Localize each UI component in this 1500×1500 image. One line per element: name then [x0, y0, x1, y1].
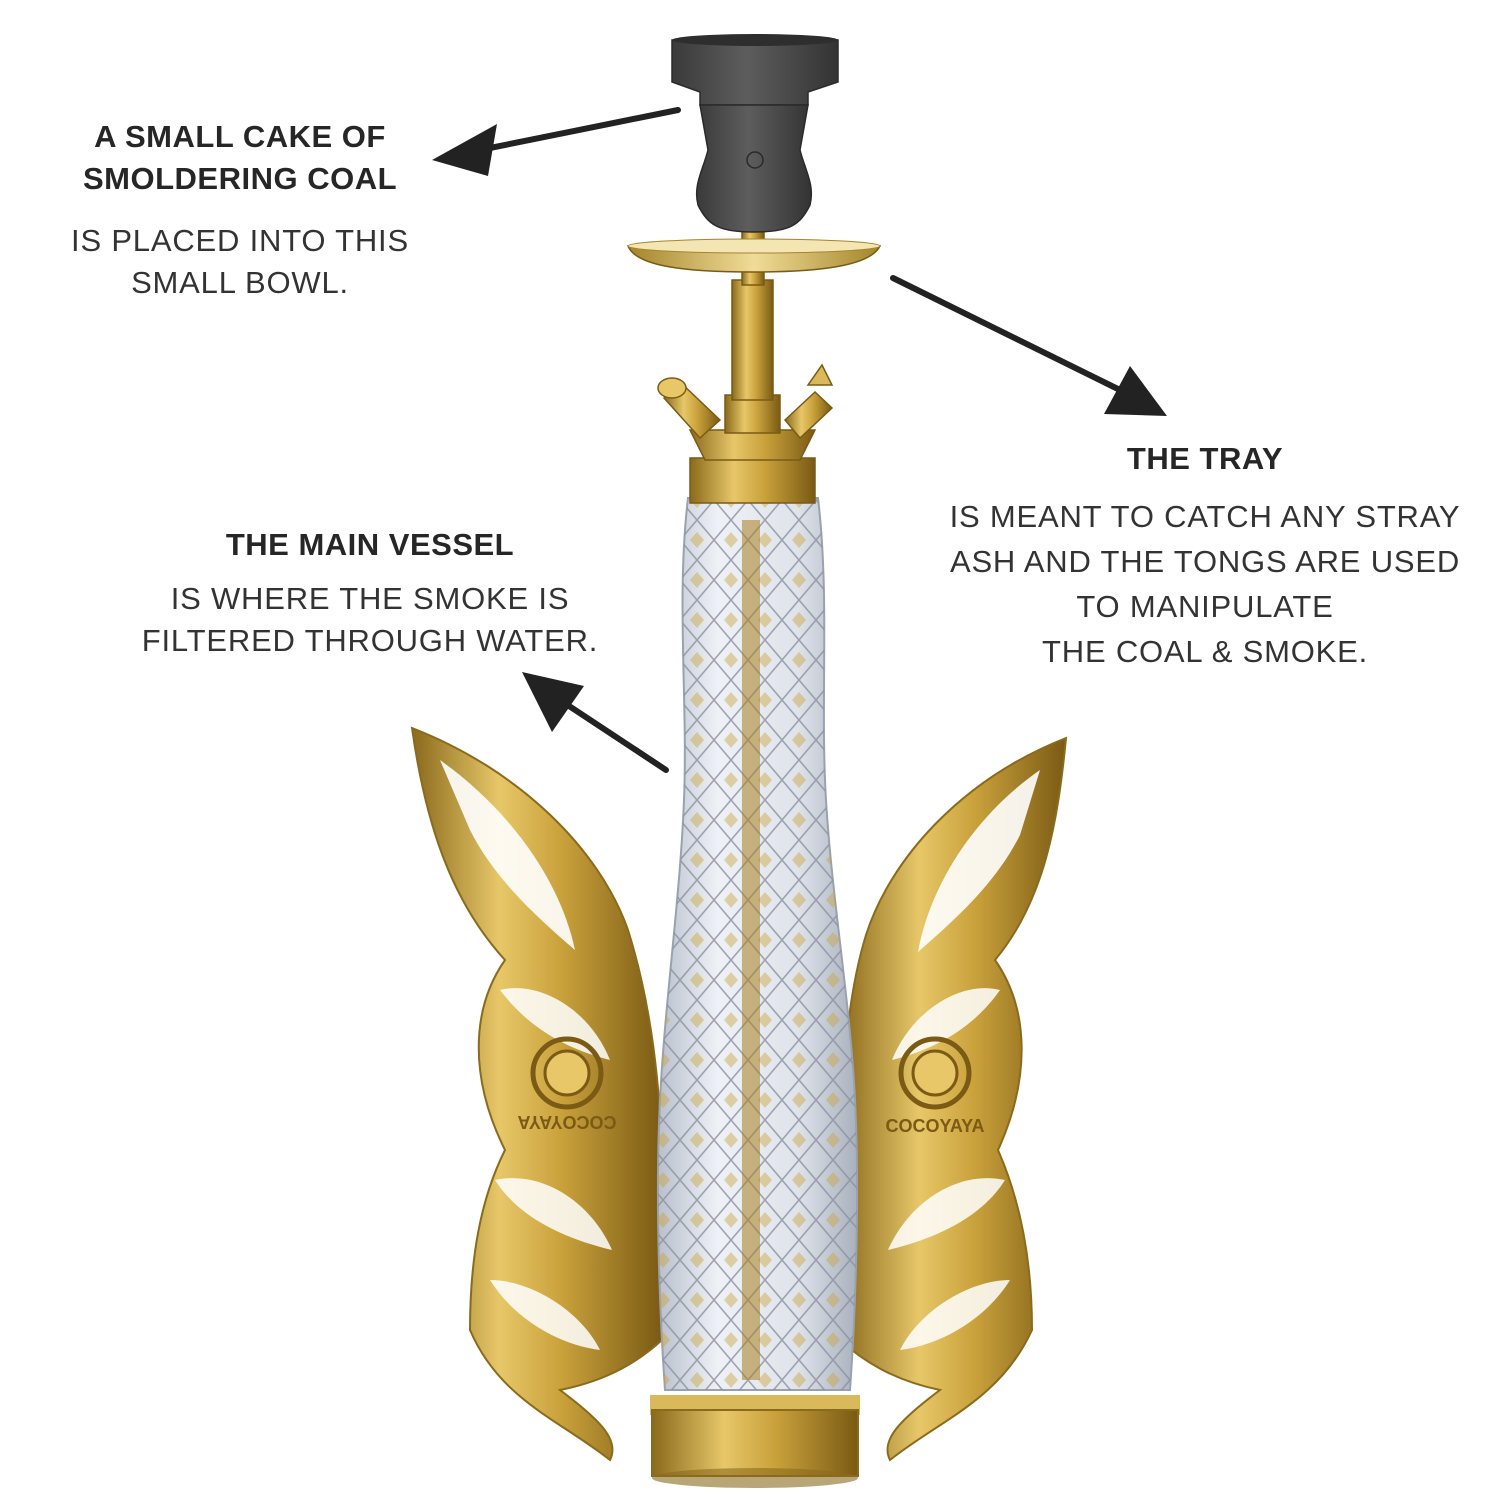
vessel-annotation: THE MAIN VESSEL IS WHERE THE SMOKE IS FI…: [100, 524, 640, 662]
left-wing-base: [410, 726, 663, 1462]
tray-annotation: THE TRAY IS MEANT TO CATCH ANY STRAY ASH…: [900, 438, 1500, 674]
left-wing-logo-text: COCOYAYA: [517, 1112, 616, 1132]
vessel-title: THE MAIN VESSEL: [225, 527, 515, 562]
main-vessel: [656, 497, 859, 1391]
tray: [626, 238, 882, 273]
clay-bowl: [671, 34, 839, 233]
right-wing-logo-text: COCOYAYA: [885, 1116, 984, 1136]
arrow-to-coal-label: [432, 107, 681, 176]
arrow-to-vessel-label: [522, 672, 669, 773]
tray-title: THE TRAY: [1126, 441, 1284, 476]
coal-annotation: A SMALL CAKE OF SMOLDERING COAL IS PLACE…: [40, 116, 440, 304]
tray-description: IS MEANT TO CATCH ANY STRAY ASH AND THE …: [949, 499, 1461, 669]
base-ring: [650, 1395, 860, 1488]
coal-description: IS PLACED INTO THIS SMALL BOWL.: [71, 223, 409, 300]
arrow-to-tray-label: [890, 275, 1167, 416]
coal-title: A SMALL CAKE OF SMOLDERING COAL: [82, 119, 398, 196]
vessel-description: IS WHERE THE SMOKE IS FILTERED THROUGH W…: [141, 581, 599, 658]
right-wing-base: [839, 736, 1068, 1462]
